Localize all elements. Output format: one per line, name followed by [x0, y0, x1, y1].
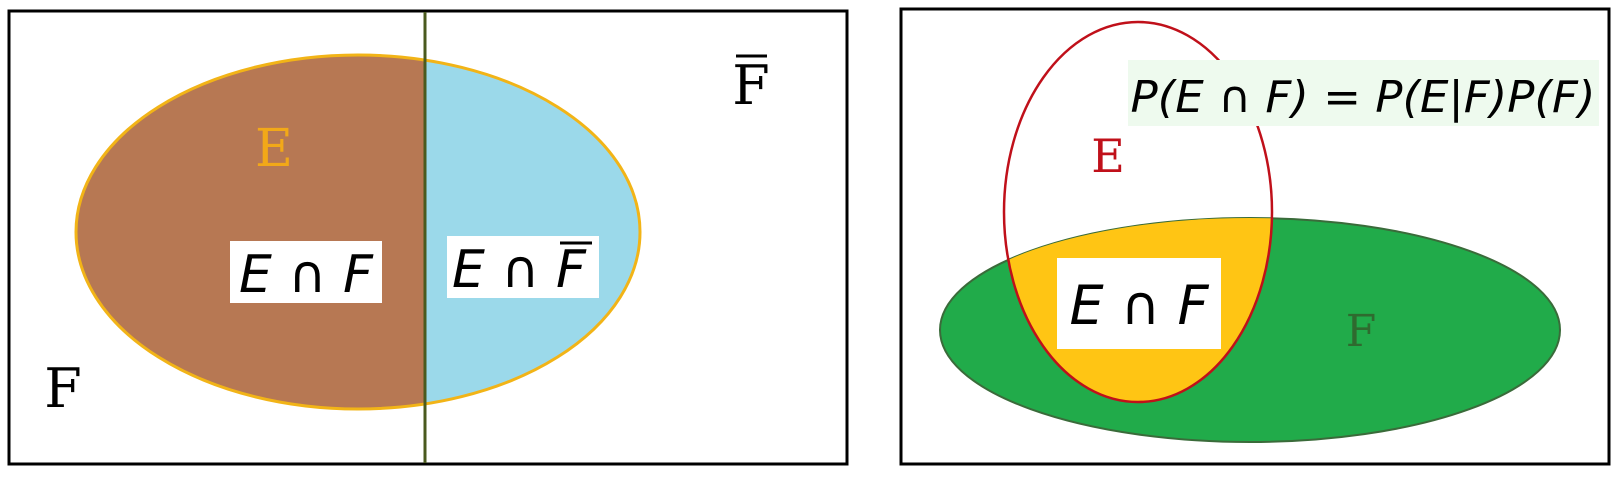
- formula: P(E ∩ F) = P(E|F)P(F): [1128, 60, 1599, 126]
- intersection-label-box-left: [230, 241, 382, 303]
- region-e-and-not-f: [425, 60, 640, 404]
- e-and-not-f-label-suffix: F: [556, 240, 587, 300]
- intersection-label-box-right: [1057, 258, 1221, 349]
- right-panel: P(E ∩ F) = P(E|F)P(F) E F E ∩ F: [899, 7, 1611, 466]
- set-f-label-right: F: [1346, 306, 1377, 357]
- intersection-label-text-right: E ∩ F: [1069, 274, 1209, 337]
- e-and-not-f-label-text: E ∩ F: [452, 240, 587, 300]
- set-e-label-left: E: [255, 119, 293, 179]
- set-e-ellipse: [1002, 20, 1274, 404]
- e-and-not-f-label-box: [447, 236, 599, 298]
- set-f-label-left: F: [44, 357, 81, 420]
- region-e-and-f: [76, 55, 425, 409]
- set-e-label-right: E: [1091, 129, 1125, 183]
- formula-background: [1128, 60, 1599, 126]
- e-and-not-f-label: E ∩ F: [447, 236, 599, 300]
- set-e-outline: [74, 53, 642, 411]
- e-and-not-f-label-prefix: E ∩: [452, 240, 556, 300]
- intersection-label-left: E ∩ F: [230, 241, 382, 305]
- f-complement-label: F: [732, 54, 769, 117]
- f-complement-letter: F: [732, 54, 769, 117]
- intersection-label-text-left: E ∩ F: [239, 245, 374, 305]
- formula-text: P(E ∩ F) = P(E|F)P(F): [1131, 72, 1596, 123]
- left-panel: E F F E ∩ F E ∩ F: [7, 9, 849, 466]
- intersection-label-right: E ∩ F: [1057, 258, 1221, 349]
